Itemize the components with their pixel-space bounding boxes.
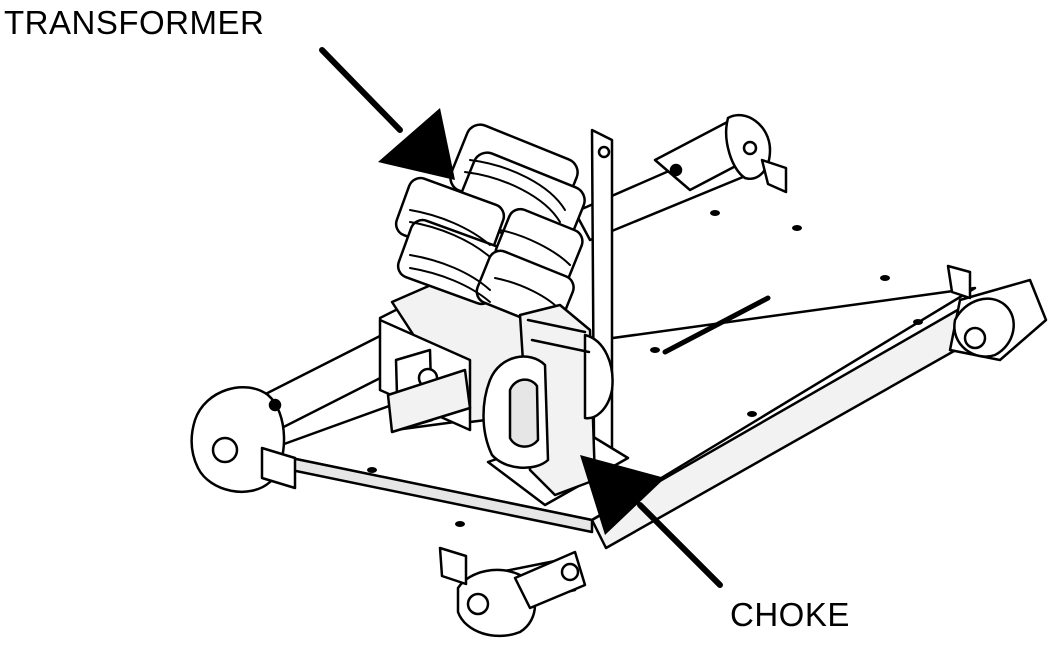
transformer-pointer-arrow [319,47,455,180]
back-rail [573,113,788,242]
left-rail [190,334,402,494]
right-rail [590,264,1048,550]
front-rail [438,546,587,638]
choke-label: CHOKE [730,596,850,633]
choke-pointer-arrow [580,455,723,588]
transformer-label: TRANSFORMER [4,4,265,41]
choke-assembly [482,303,630,507]
mounting-post [386,348,472,434]
